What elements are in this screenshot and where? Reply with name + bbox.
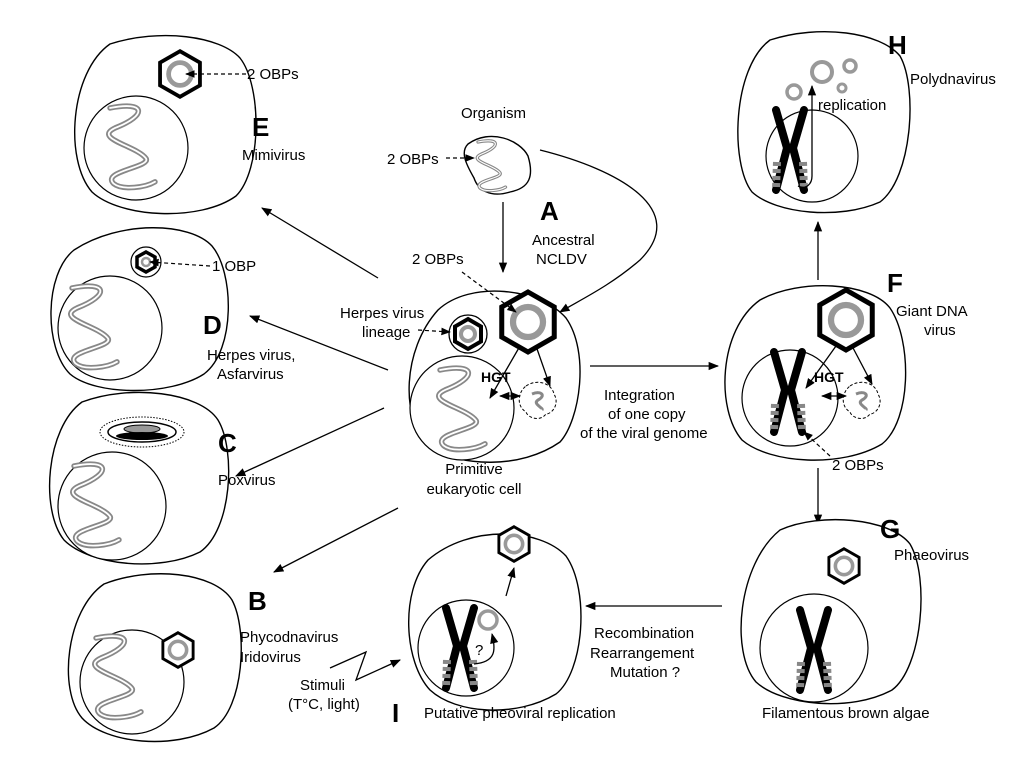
phycodnavirus-label: Phycodnavirus <box>240 629 338 646</box>
giant-label-2: virus <box>924 322 956 339</box>
polydnavirus-cell <box>737 31 911 214</box>
primitive-label-2: eukaryotic cell <box>426 481 521 498</box>
label-E: E <box>252 112 269 142</box>
label-A: A <box>540 196 559 226</box>
organism-obp-label: 2 OBPs <box>387 151 439 168</box>
label-F: F <box>887 268 903 298</box>
giant-label-1: Giant DNA <box>896 303 968 320</box>
herpes-capsid-icon-D <box>130 246 162 278</box>
integration-label-1: Integration <box>604 387 675 404</box>
organism-cell <box>463 135 532 195</box>
phaeovirus-label: Phaeovirus <box>894 547 969 564</box>
stimuli-label-1: Stimuli <box>300 677 345 694</box>
stimuli-label-2: (T°C, light) <box>288 696 360 713</box>
giant-obp-label: 2 OBPs <box>832 457 884 474</box>
rearrangement-label: Rearrangement <box>590 645 695 662</box>
replication-label: replication <box>818 97 886 114</box>
hgt-label-F: HGT <box>814 369 844 385</box>
organism-label: Organism <box>461 105 526 122</box>
nclddv-label: NCLDV <box>536 251 587 268</box>
mimivirus-cell <box>74 34 257 215</box>
poxvirus-particle-icon <box>99 416 185 448</box>
mimivirus-obp-label: 2 OBPs <box>247 66 299 83</box>
central-obp-label: 2 OBPs <box>412 251 464 268</box>
ancestral-label: Ancestral <box>532 232 595 249</box>
label-I: I <box>392 698 399 728</box>
integration-label-2: of one copy <box>608 406 686 423</box>
herpes-obp-label: 1 OBP <box>212 258 256 275</box>
integration-label-3: of the viral genome <box>580 425 708 442</box>
phaeovirus-cell <box>740 518 922 705</box>
poxvirus-label: Poxvirus <box>218 472 276 489</box>
episome-icon-H2 <box>842 58 858 74</box>
poxvirus-cell <box>48 391 230 565</box>
polydnavirus-label: Polydnavirus <box>910 71 996 88</box>
primitive-eukaryotic-cell <box>408 291 581 463</box>
episome-icon-H1 <box>810 60 834 84</box>
herpes-asfar-label-2: Asfarvirus <box>217 366 284 383</box>
episome-icon-H3 <box>785 83 803 101</box>
label-B: B <box>248 586 267 616</box>
phycodnavirus-cell <box>67 573 242 743</box>
brown-algae-label: Filamentous brown algae <box>762 705 930 722</box>
question-label: ? <box>475 642 483 659</box>
mutation-label: Mutation ? <box>610 664 680 681</box>
herpes-capsid-icon <box>448 314 488 354</box>
herpes-asfar-label-1: Herpes virus, <box>207 347 295 364</box>
herpes-lineage-label-2: lineage <box>362 324 410 341</box>
recombination-label: Recombination <box>594 625 694 642</box>
label-H: H <box>888 30 907 60</box>
giant-dna-virus-cell <box>724 285 907 461</box>
primitive-label-1: Primitive <box>445 461 503 478</box>
hgt-label-central: HGT <box>481 369 511 385</box>
putative-replication-cell <box>407 524 582 711</box>
putative-label: Putative pheoviral replication <box>424 705 616 722</box>
mimivirus-label: Mimivirus <box>242 147 305 164</box>
episome-icon-I <box>477 609 499 631</box>
episome-icon-H4 <box>836 82 848 94</box>
label-D: D <box>203 310 222 340</box>
herpes-asfar-cell <box>50 227 230 392</box>
herpes-lineage-label-1: Herpes virus <box>340 305 424 322</box>
phaeovirus-capsid-icon <box>827 546 861 586</box>
label-G: G <box>880 514 900 544</box>
giant-virus-capsid-icon <box>820 290 873 350</box>
pheovirus-capsid-icon-I <box>497 524 531 564</box>
iridovirus-label: Iridovirus <box>240 649 301 666</box>
phycodnavirus-capsid-icon <box>161 630 195 670</box>
ancestral-nclddv-capsid-icon <box>502 292 555 352</box>
label-C: C <box>218 428 237 458</box>
